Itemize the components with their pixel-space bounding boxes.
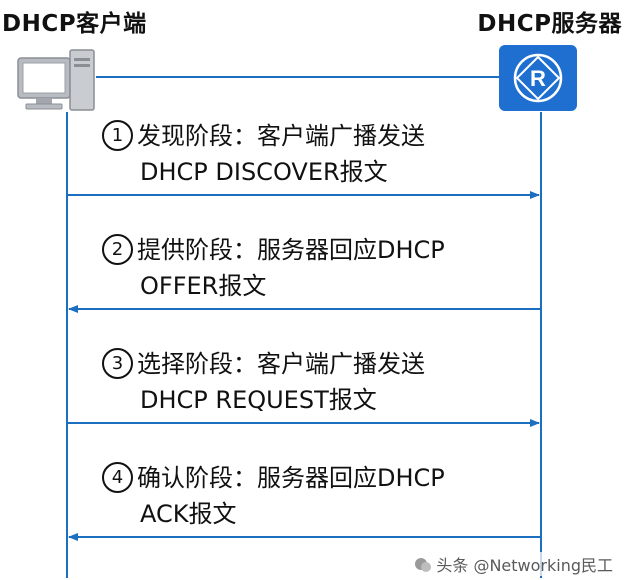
step-title: 确认阶段：服务器回应DHCP: [137, 464, 445, 492]
step-number: 1: [102, 120, 133, 151]
server-label: DHCP服务器: [477, 11, 622, 37]
watermark: 头条 @Networking民工: [411, 552, 616, 576]
step-number: 3: [102, 348, 133, 379]
step-message: ACK报文: [140, 500, 237, 528]
step-message: OFFER报文: [140, 272, 267, 300]
client-label: DHCP客户端: [2, 11, 147, 37]
watermark-text: 头条 @Networking民工: [436, 556, 613, 575]
step-title: 选择阶段：客户端广播发送: [137, 350, 425, 378]
svg-text:R: R: [530, 66, 546, 91]
wechat-icon: [415, 558, 432, 572]
step-number: 2: [102, 234, 133, 265]
step-number: 4: [102, 462, 133, 493]
step-message: DHCP REQUEST报文: [140, 386, 377, 414]
desktop-computer-icon: [17, 49, 95, 111]
step-message: DHCP DISCOVER报文: [140, 158, 388, 186]
step-title: 发现阶段：客户端广播发送: [137, 122, 425, 150]
step-title: 提供阶段：服务器回应DHCP: [137, 236, 445, 264]
router-icon: R: [499, 45, 577, 111]
